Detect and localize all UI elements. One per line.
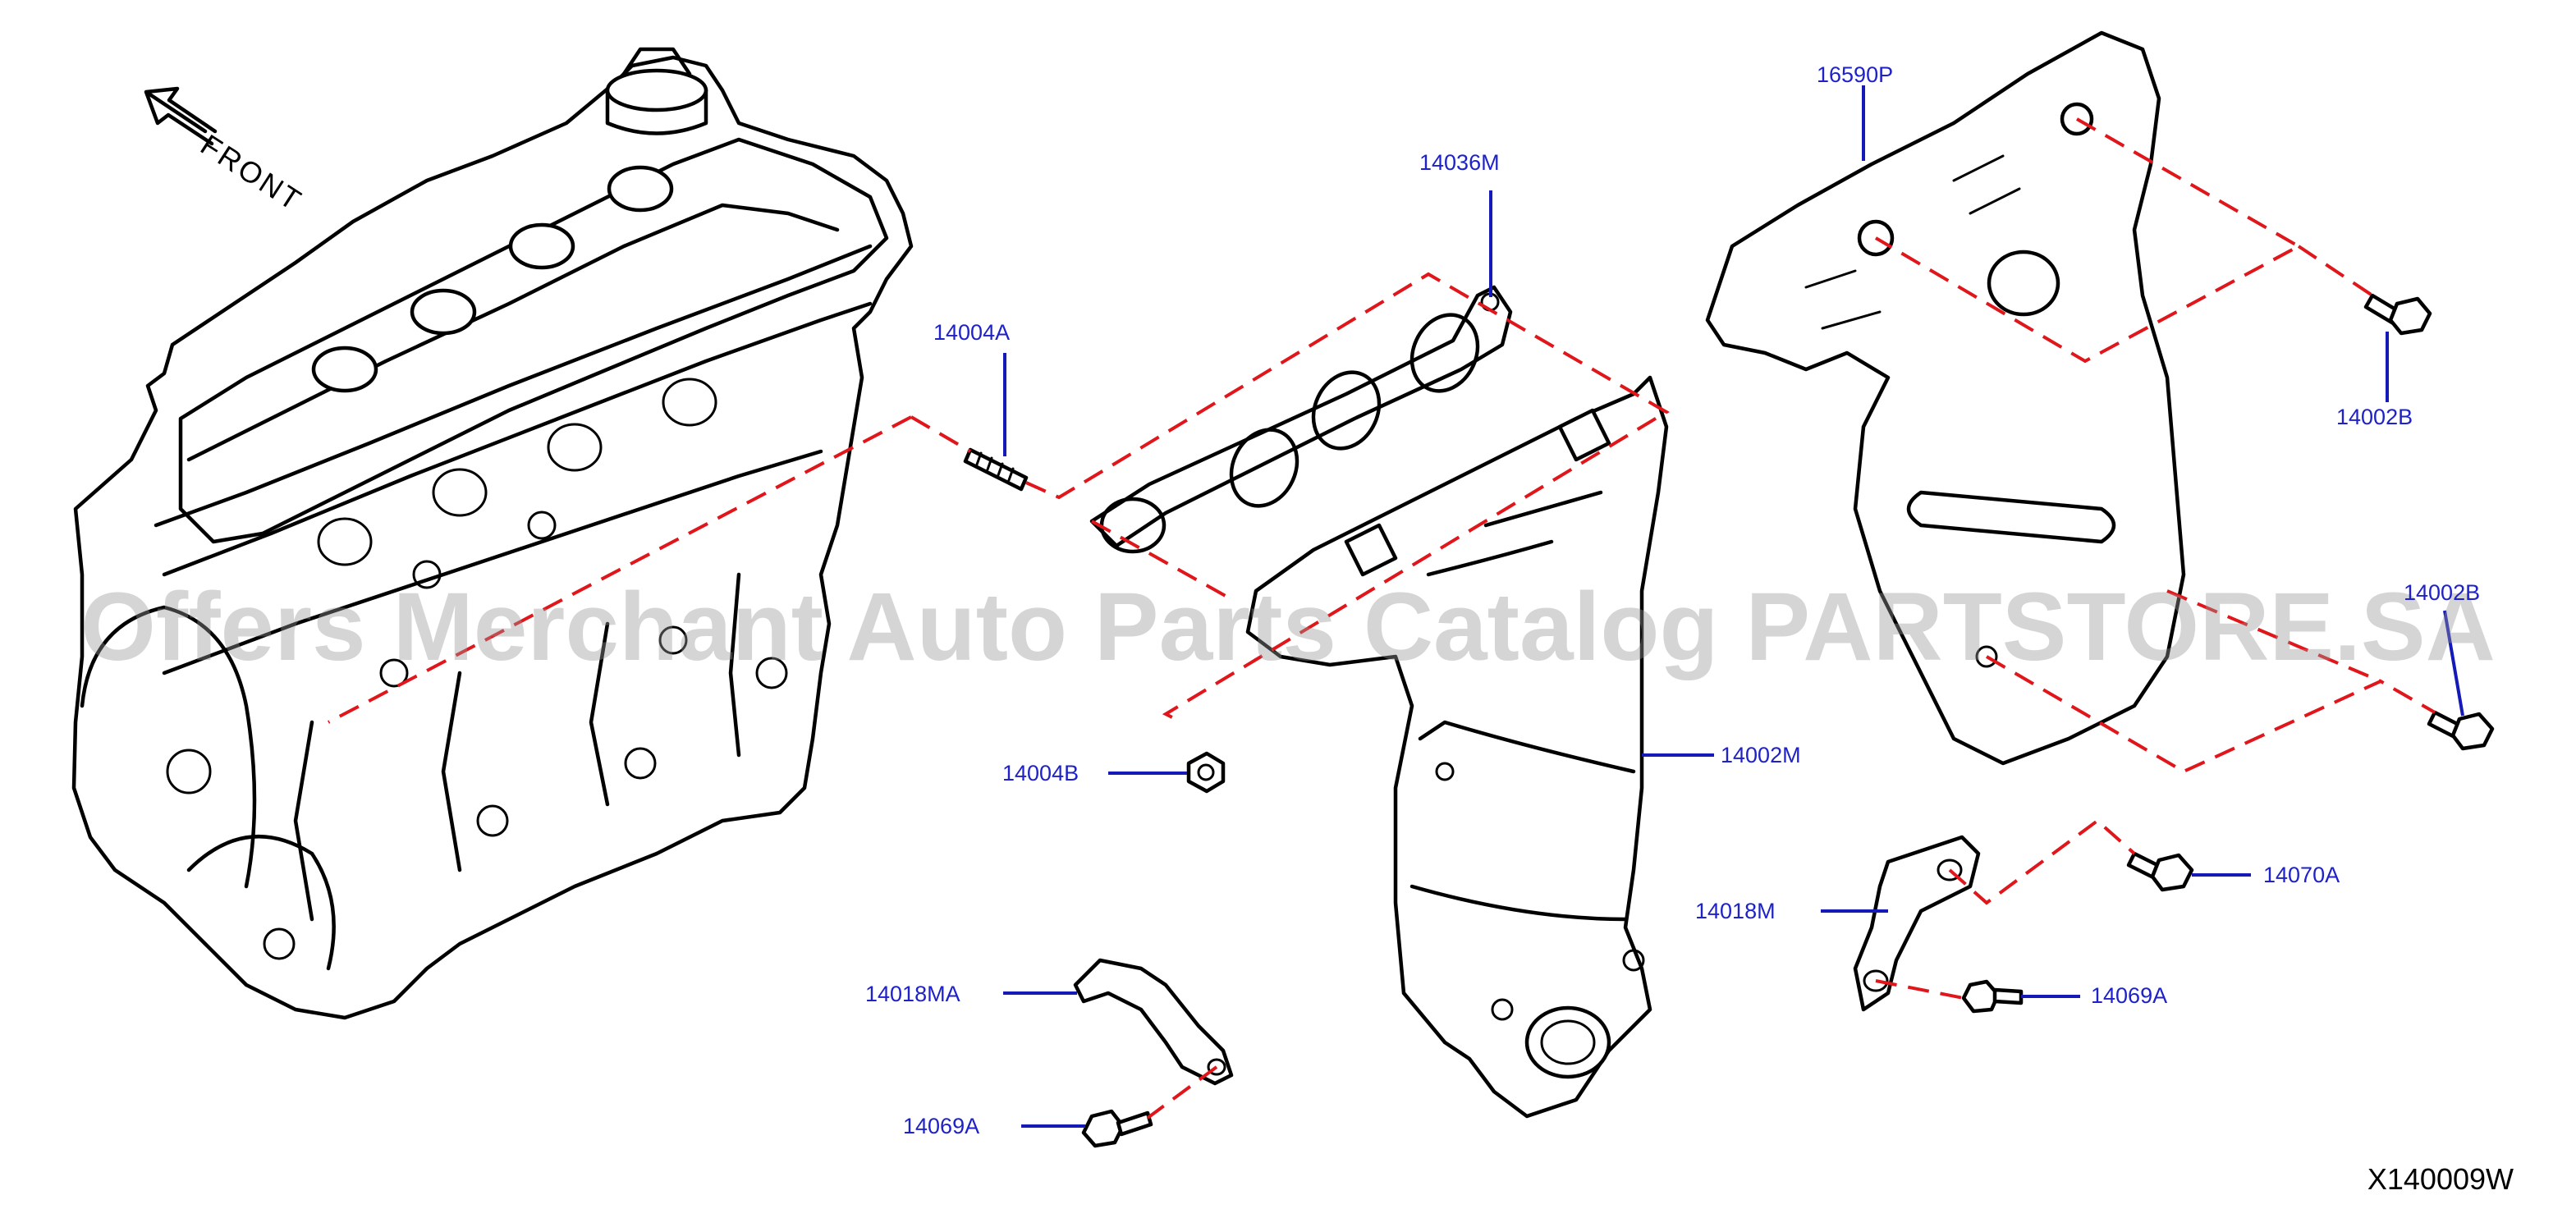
callout-14018ma[interactable]: 14018MA <box>865 982 960 1006</box>
figure-code: X140009W <box>2367 1162 2514 1196</box>
callout-14004b[interactable]: 14004B <box>1002 761 1079 785</box>
bolt-14069a-left <box>1081 1109 1153 1148</box>
callout-14069a-right[interactable]: 14069A <box>2091 983 2168 1008</box>
callout-14002b-top[interactable]: 14002B <box>2336 405 2413 429</box>
bolt-14070a <box>2126 851 2194 892</box>
callout-14069a-left[interactable]: 14069A <box>903 1114 980 1138</box>
callout-14002b-right[interactable]: 14002B <box>2404 580 2481 605</box>
bolt-14069a-right <box>1961 979 2024 1014</box>
gasket-14036m <box>1089 285 1513 554</box>
callout-14002m[interactable]: 14002M <box>1721 743 1801 767</box>
callout-leaders <box>1003 85 2464 1128</box>
bracket-14018m <box>1853 835 1981 1012</box>
stud-14004a <box>963 447 1029 492</box>
callout-14004a[interactable]: 14004A <box>933 320 1011 345</box>
bracket-14018ma <box>1073 958 1234 1086</box>
assembly-guide-lines <box>328 117 2436 1120</box>
bolt-14002b-right <box>2427 710 2495 751</box>
exhaust-manifold-14002m <box>1245 375 1669 1119</box>
front-arrow-icon <box>144 86 218 146</box>
nut-14004b <box>1186 751 1226 794</box>
callout-14036m[interactable]: 14036M <box>1419 150 1500 175</box>
watermark: Offers Merchant Auto Parts Catalog PARTS… <box>80 573 2496 681</box>
engine-block <box>71 47 914 1020</box>
heat-shield-16590p <box>1705 30 2186 766</box>
bolt-14002b-top <box>2363 293 2432 336</box>
callout-16590p[interactable]: 16590P <box>1817 62 1894 87</box>
callout-14018m[interactable]: 14018M <box>1695 899 1776 923</box>
callout-14070a[interactable]: 14070A <box>2263 863 2340 887</box>
